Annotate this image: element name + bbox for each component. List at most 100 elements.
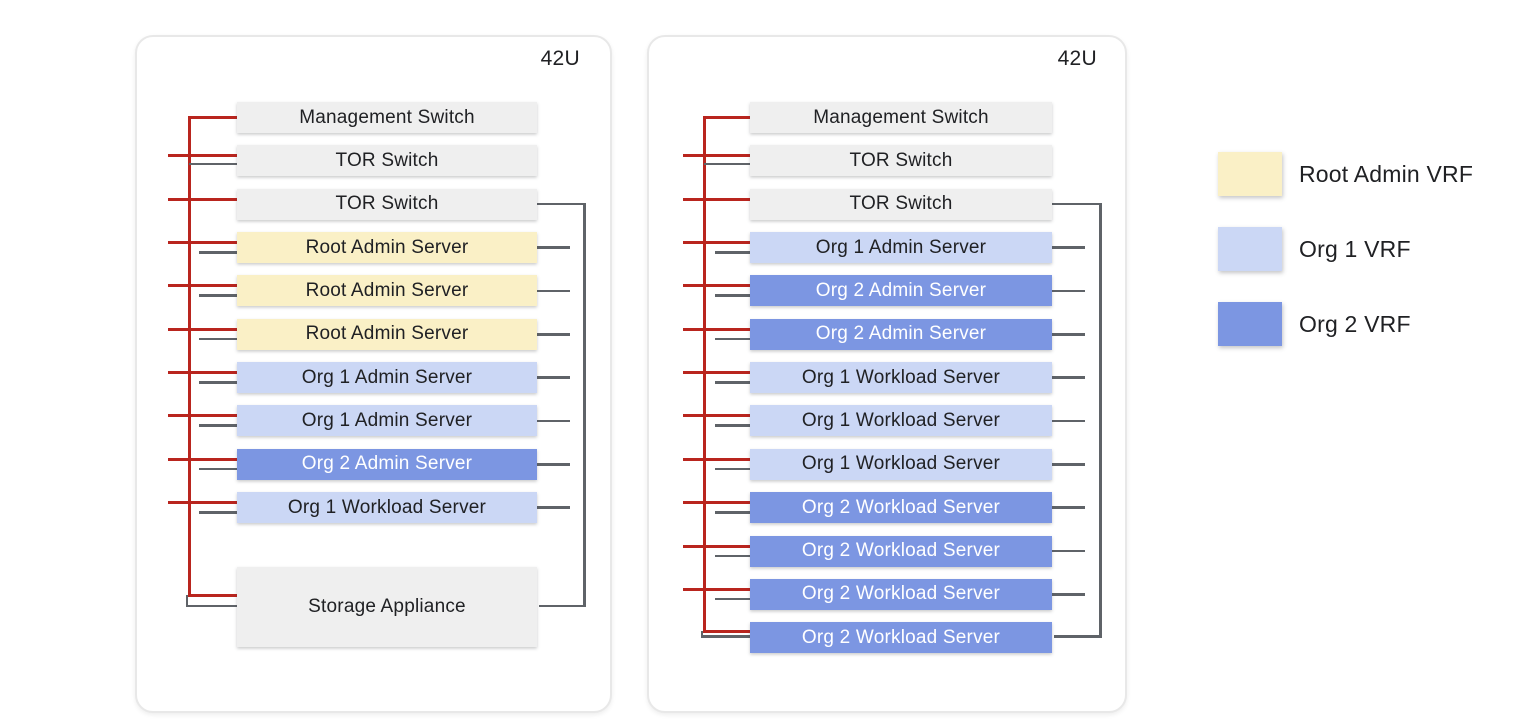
gray-stub-line [537, 419, 570, 423]
red-link-line [683, 197, 750, 201]
red-link-line [188, 116, 237, 119]
gray-stub-line [1052, 463, 1085, 466]
tor-switch: TOR Switch [237, 188, 537, 220]
gray-rail-vertical-line [1099, 202, 1102, 638]
legend-swatch-org-1-vrf [1218, 227, 1282, 271]
org-2-admin-server: Org 2 Admin Server [750, 275, 1052, 307]
org-2-workload-server: Org 2 Workload Server [750, 578, 1052, 610]
legend-swatch-org-2-vrf [1218, 302, 1282, 346]
org-2-workload-server: Org 2 Workload Server [750, 622, 1052, 654]
gray-stub-line [1052, 593, 1085, 596]
gray-stub-line [1052, 419, 1085, 423]
red-link-line [168, 154, 237, 158]
legend-item: Root Admin VRF [1218, 152, 1473, 196]
red-link-line [683, 501, 750, 505]
gray-link-line [715, 251, 750, 254]
management-switch: Management Switch [237, 102, 537, 133]
rack-capacity-label: 42U [540, 47, 580, 70]
gray-link-line [199, 511, 237, 514]
legend-label: Org 2 VRF [1299, 310, 1411, 337]
red-link-line [168, 197, 237, 201]
red-link-line [168, 327, 237, 331]
gray-rail-vertical-line [583, 202, 586, 607]
rack-capacity-label: 42U [1057, 47, 1097, 70]
org-1-admin-server: Org 1 Admin Server [237, 362, 537, 394]
red-link-line [683, 587, 750, 591]
red-link-line [683, 154, 750, 158]
gray-link-line [715, 467, 750, 471]
red-link-line [683, 414, 750, 418]
red-link-line [683, 241, 750, 245]
org-1-workload-server: Org 1 Workload Server [237, 492, 537, 524]
org-2-admin-server: Org 2 Admin Server [237, 448, 537, 480]
gray-link-line [189, 162, 237, 166]
red-bus-vertical-line [703, 116, 706, 633]
gray-stub-line [1052, 549, 1085, 553]
gray-stub-line [537, 333, 570, 336]
red-link-line [683, 327, 750, 331]
org-2-workload-server: Org 2 Workload Server [750, 492, 1052, 524]
gray-stub-line [537, 246, 570, 249]
gray-link-elbow-line [700, 630, 703, 638]
gray-stub-line [537, 376, 570, 379]
red-link-line [168, 241, 237, 245]
legend: Root Admin VRF Org 1 VRF Org 2 VRF [1218, 152, 1473, 377]
red-link-line [168, 284, 237, 288]
gray-rail-top-line [1052, 202, 1102, 206]
org-1-admin-server: Org 1 Admin Server [237, 405, 537, 437]
red-link-line [168, 371, 237, 375]
legend-swatch-root-admin-vrf [1218, 152, 1282, 196]
gray-link-line [199, 251, 237, 254]
gray-stub-line [1052, 376, 1085, 379]
red-link-line [683, 284, 750, 288]
gray-link-line [199, 337, 237, 341]
gray-stub-line [1052, 333, 1085, 336]
gray-link-line [185, 604, 237, 607]
gray-link-line [715, 337, 750, 341]
legend-label: Org 1 VRF [1299, 235, 1411, 262]
tor-switch: TOR Switch [750, 188, 1052, 220]
gray-rail-bottom-line [539, 604, 586, 607]
red-link-line [168, 414, 237, 418]
tor-switch: TOR Switch [750, 145, 1052, 177]
red-link-line [703, 116, 750, 119]
red-bus-vertical-line [188, 116, 191, 597]
org-1-admin-server: Org 1 Admin Server [750, 232, 1052, 264]
gray-link-line [715, 597, 750, 601]
gray-link-line [715, 511, 750, 514]
gray-stub-line [1052, 246, 1085, 249]
red-link-line [683, 371, 750, 375]
gray-link-line [199, 294, 237, 297]
gray-rail-top-line [537, 202, 586, 206]
storage-appliance: Storage Appliance [237, 567, 537, 647]
gray-rail-bottom-line [1054, 635, 1102, 638]
management-switch: Management Switch [750, 102, 1052, 133]
gray-stub-line [1052, 506, 1085, 509]
legend-item: Org 2 VRF [1218, 302, 1473, 346]
gray-stub-line [537, 463, 570, 466]
gray-link-line [715, 381, 750, 384]
gray-link-elbow-line [185, 595, 188, 607]
gray-link-line [715, 554, 750, 557]
org-1-workload-server: Org 1 Workload Server [750, 448, 1052, 480]
gray-link-line [715, 424, 750, 427]
org-1-workload-server: Org 1 Workload Server [750, 362, 1052, 394]
root-admin-server: Root Admin Server [237, 318, 537, 350]
red-link-line [683, 544, 750, 548]
org-2-admin-server: Org 2 Admin Server [750, 318, 1052, 350]
red-link-line [188, 594, 237, 597]
gray-link-line [704, 162, 750, 166]
legend-item: Org 1 VRF [1218, 227, 1473, 271]
root-admin-server: Root Admin Server [237, 275, 537, 307]
gray-link-line [199, 424, 237, 427]
gray-link-line [199, 467, 237, 471]
gray-link-line [199, 381, 237, 384]
gray-stub-line [1052, 289, 1085, 293]
tor-switch: TOR Switch [237, 145, 537, 177]
gray-stub-line [537, 506, 570, 509]
gray-stub-line [537, 289, 570, 293]
legend-label: Root Admin VRF [1299, 160, 1474, 187]
